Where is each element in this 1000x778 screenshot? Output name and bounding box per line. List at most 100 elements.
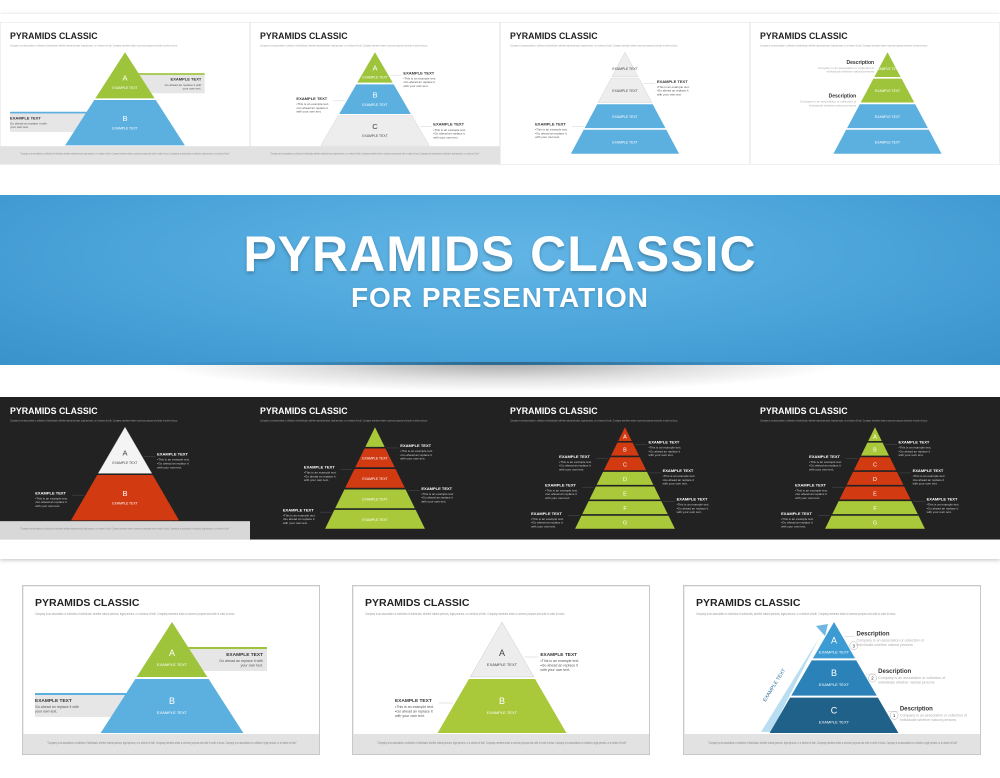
callout-text: •This is an example text. <box>35 496 68 500</box>
callout-text: •Go ahead an replace it <box>535 131 567 135</box>
callout-heading: EXAMPLE TEXT <box>781 511 812 516</box>
slide-title: PYRAMIDS CLASSIC <box>260 406 348 416</box>
callout-text: •This is an example text. <box>395 705 434 709</box>
layer-label: EXAMPLE TEXT <box>612 140 637 144</box>
footer-band <box>250 146 500 165</box>
banner-title: PYRAMIDS CLASSIC <box>243 226 757 282</box>
callout-heading: EXAMPLE TEXT <box>400 443 431 448</box>
slide-description: Company is an association or collection … <box>10 418 178 422</box>
layer-label: EXAMPLE TEXT <box>875 89 900 93</box>
layer-letter: B <box>831 668 837 678</box>
callout-text: individuals whether natural persons <box>857 643 914 647</box>
layer-label: EXAMPLE TEXT <box>819 719 850 724</box>
callout-text: •Go ahead an replace it <box>663 478 695 482</box>
callout-heading: Description <box>846 60 874 66</box>
footer-quote: "Company is an association or collection… <box>270 152 480 156</box>
pyramid-layer <box>65 100 185 146</box>
layer-label: EXAMPLE TEXT <box>157 662 188 667</box>
callout-text: with your own text. <box>535 135 560 139</box>
callout-heading: EXAMPLE TEXT <box>899 440 930 445</box>
pyramid-layer <box>365 427 385 447</box>
callout-accent <box>125 73 205 75</box>
callout-text: •Go ahead an replace it <box>927 506 959 510</box>
layer-letter: A <box>873 435 877 441</box>
callout-text: with your own text. <box>559 467 584 471</box>
footer-band <box>0 521 250 540</box>
callout-text: with your own text. <box>395 714 425 718</box>
layer-label: EXAMPLE TEXT <box>362 76 387 80</box>
layer-label: EXAMPLE TEXT <box>362 477 387 481</box>
callout-text: •This is an example text. <box>545 488 578 492</box>
callout-text: with your own text. <box>283 521 308 525</box>
arrow-icon <box>761 630 824 732</box>
callout-heading: Description <box>857 632 890 638</box>
layer-letter: A <box>623 435 627 441</box>
badge-number: 1 <box>893 713 896 718</box>
pyramid-layer <box>839 486 911 500</box>
layer-label: EXAMPLE TEXT <box>362 518 387 522</box>
pyramid-layer <box>469 621 535 678</box>
pyramid-layer <box>339 84 411 115</box>
footer-quote: "Company is an association or collection… <box>20 152 230 156</box>
layer-label: EXAMPLE TEXT <box>875 140 900 144</box>
callout-text: •Go ahead an replace it <box>433 132 465 136</box>
layer-label: EXAMPLE TEXT <box>112 501 137 505</box>
layer-letter: A <box>122 74 128 83</box>
callout-text: •This is an example text. <box>403 76 436 80</box>
pyramid-layer <box>832 501 918 515</box>
callout-heading: Description <box>878 669 911 675</box>
callout-text: •This is an example text. <box>157 458 190 462</box>
callout-heading: EXAMPLE TEXT <box>304 465 335 470</box>
pyramid-layer <box>825 515 925 529</box>
pyramid-layer <box>596 471 654 485</box>
callout-text: •This is an example text. <box>781 517 814 521</box>
slide-description: Company is an association or collection … <box>510 43 678 47</box>
callout-text: •Go ahead an replace it <box>157 462 189 466</box>
layer-letter: B <box>499 696 505 706</box>
layer-letter: G <box>623 521 627 527</box>
callout-accent <box>35 693 152 695</box>
slide-description: Company is an association or collection … <box>35 612 235 616</box>
callout-text: •This is an example text. <box>433 128 466 132</box>
callout-text: Go ahead an replace it with <box>35 705 79 709</box>
pyramid-layer <box>70 475 180 521</box>
slide-description: Company is an association or collection … <box>760 418 928 422</box>
slide-thumbnail[interactable]: PYRAMIDS CLASSIC Company is an associatio… <box>22 585 320 755</box>
slide-title: PYRAMIDS CLASSIC <box>510 406 598 416</box>
pyramid-layer <box>861 442 889 456</box>
callout-text: with your own text. <box>433 135 458 139</box>
layer-letter: A <box>831 636 837 646</box>
pyramid-layer <box>618 427 632 441</box>
callout-text: •This is an example text. <box>899 446 932 450</box>
pyramid-layer <box>860 78 915 103</box>
callout-text: •Go ahead an replace it <box>781 521 813 525</box>
callout-heading: EXAMPLE TEXT <box>395 698 432 704</box>
callout-text: •This is an example text. <box>663 474 696 478</box>
callout-text: •Go ahead an replace it <box>540 664 578 668</box>
layer-label: EXAMPLE TEXT <box>362 457 387 461</box>
layer-label: EXAMPLE TEXT <box>112 126 137 130</box>
callout-text: with your own text. <box>400 457 425 461</box>
pyramid-layer <box>846 471 904 485</box>
layer-letter: C <box>873 462 877 468</box>
callout-accent <box>10 111 109 114</box>
callout-text: •This is an example text. <box>559 460 592 464</box>
callout-text: •This is an example text. <box>677 503 710 507</box>
callout-text: •Go ahead an replace it <box>657 89 689 93</box>
callout-text: with your own text. <box>35 504 60 508</box>
slide-title: PYRAMIDS CLASSIC <box>35 597 140 609</box>
